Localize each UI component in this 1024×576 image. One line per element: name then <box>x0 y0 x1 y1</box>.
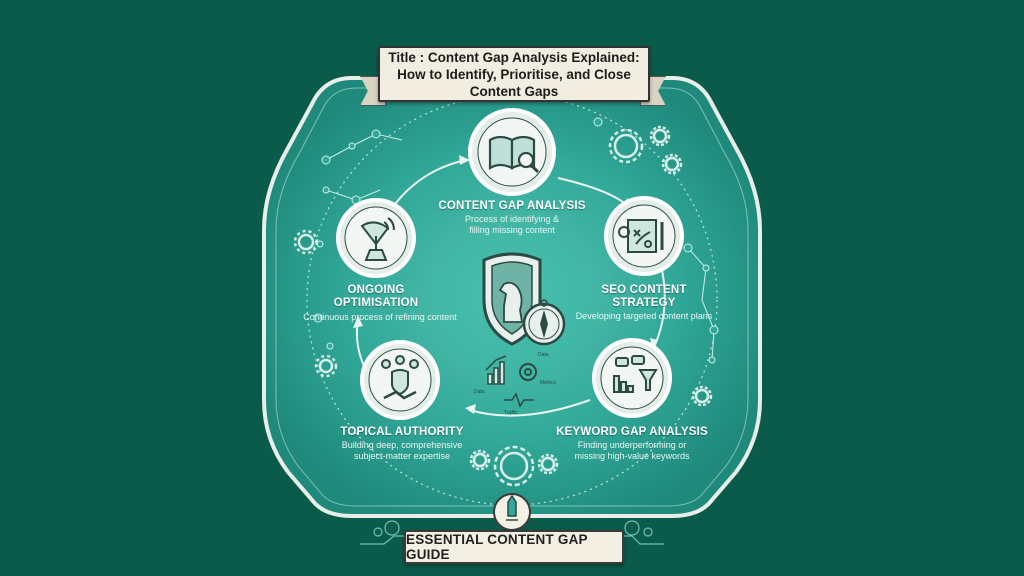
node-desc-keyword-gap-line2: missing high-value keywords <box>574 451 690 461</box>
compass-icon <box>522 299 566 346</box>
node-title-ongoing-line1: ONGOING <box>347 284 405 296</box>
strategy-board-icon <box>618 219 664 253</box>
node-desc-topical-authority-line1: Building deep, comprehensive <box>341 440 463 450</box>
title-banner: Title : Content Gap Analysis Explained: … <box>378 46 650 102</box>
mini-pulse-icon <box>504 392 534 408</box>
node-desc-content-gap-line2: filling missing content <box>469 225 555 235</box>
handshake-shield-icon <box>381 355 419 400</box>
node-title-seo-line1: SEO CONTENT <box>601 284 687 296</box>
book-magnifier-icon <box>488 135 540 174</box>
node-desc-keyword-gap-line1: Finding underperforming or <box>577 440 687 450</box>
footer-label: ESSENTIAL CONTENT GAP GUIDE <box>406 532 588 562</box>
node-title-seo-line2: STRATEGY <box>612 297 676 309</box>
node-desc-content-gap-line1: Process of identifying & <box>464 214 560 224</box>
footer-plaque: ESSENTIAL CONTENT GAP GUIDE <box>404 530 624 564</box>
satellite-dish-icon <box>360 217 395 261</box>
chart-funnel-icon <box>613 355 658 393</box>
node-desc-ongoing: Continuous process of refining content <box>303 312 457 322</box>
mini-label-traffic: Traffic <box>504 410 518 416</box>
mini-label-metrics: Metrics <box>540 380 557 386</box>
node-title-content-gap: CONTENT GAP ANALYSIS <box>438 200 586 212</box>
footer-circuit-decorations <box>360 520 664 545</box>
shield-chess-knight-icon <box>482 252 542 346</box>
mini-label-data-left: Data <box>474 389 485 395</box>
network-decoration-left <box>321 129 403 205</box>
rocket-emblem-icon <box>493 493 531 531</box>
mini-bar-chart-icon <box>485 355 507 385</box>
node-desc-topical-authority-line2: subject-matter expertise <box>353 451 451 461</box>
outer-dotted-ring <box>306 94 718 506</box>
mini-label-data-top: Data <box>538 352 549 358</box>
node-desc-seo: Developing targeted content plans <box>575 311 713 321</box>
node-circle-keyword-gap <box>592 338 672 418</box>
network-decoration-right <box>313 117 719 364</box>
gear-decorations <box>293 125 713 487</box>
node-title-ongoing-line2: OPTIMISATION <box>333 297 419 309</box>
mini-gear-icon <box>519 363 537 381</box>
page-title: Title : Content Gap Analysis Explained: … <box>388 49 640 99</box>
node-title-topical-authority: TOPICAL AUTHORITY <box>340 426 464 438</box>
node-title-keyword-gap: KEYWORD GAP ANALYSIS <box>556 426 708 438</box>
